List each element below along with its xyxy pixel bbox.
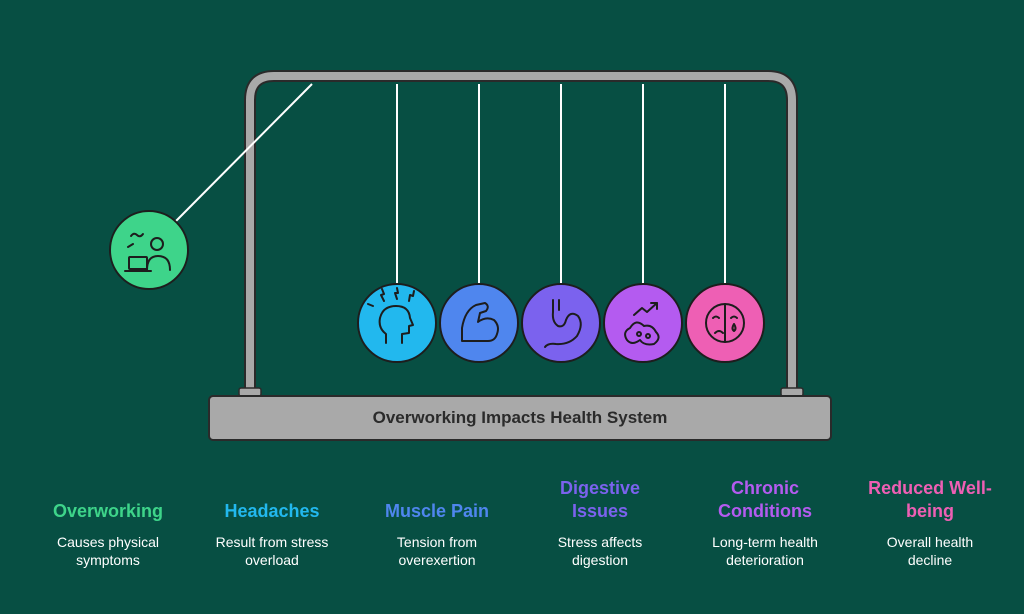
legend-description-line: Causes physical — [57, 534, 159, 550]
flexed-arm-icon — [461, 302, 499, 342]
legend-description-line: deterioration — [726, 552, 804, 568]
legend-description: Result from stress overload — [197, 533, 347, 569]
system-title: Overworking Impacts Health System — [372, 408, 668, 427]
legend-description: Tension from overexertion — [362, 533, 512, 569]
legend-description: Stress affects digestion — [525, 533, 675, 569]
legend-title-line: Digestive — [559, 478, 641, 498]
legend-title: Overworking — [33, 477, 183, 523]
legend-description-line: symptoms — [76, 552, 140, 568]
stomach-icon — [544, 299, 582, 348]
legend-title: Headaches — [197, 477, 347, 523]
legend-description-line: digestion — [571, 552, 629, 568]
legend-description: Overall health decline — [855, 533, 1005, 569]
legend-description: Causes physical symptoms — [33, 533, 183, 569]
ball-muscle-pain — [439, 283, 519, 363]
trend-up-germ-icon — [624, 302, 660, 346]
legend-description-line: Overall health — [886, 534, 974, 550]
legend-title: Reduced Well-being — [855, 477, 1005, 523]
legend-description-line: overexertion — [398, 552, 476, 568]
string-overworking — [174, 83, 313, 223]
legend-description-line: decline — [907, 552, 953, 568]
legend-description-line: Result from stress — [215, 534, 329, 550]
legend-title-line: Issues — [571, 501, 629, 521]
ball-reduced-well-being — [685, 283, 765, 363]
sad-face-icon — [705, 303, 745, 343]
ball-chronic-conditions — [603, 283, 683, 363]
cradle-base — [208, 395, 832, 441]
legend-title-line: Headaches — [224, 501, 320, 521]
frame-foot-left — [238, 387, 262, 397]
legend-title: Muscle Pain — [362, 477, 512, 523]
legend-title-line: Chronic — [730, 478, 799, 498]
frame-foot-right — [780, 387, 804, 397]
ball-digestive-issues — [521, 283, 601, 363]
head-pain-icon — [367, 287, 415, 344]
legend-description-line: Long-term health — [712, 534, 818, 550]
legend-title-line: Muscle Pain — [384, 501, 490, 521]
legend-title-line: Overworking — [52, 501, 164, 521]
legend-description: Long-term health deterioration — [690, 533, 840, 569]
ball-headaches — [357, 283, 437, 363]
legend-description-line: Stress affects — [557, 534, 643, 550]
legend-title-line: being — [905, 501, 954, 521]
ball-overworking — [109, 210, 189, 290]
legend-title-line: Reduced Well- — [868, 478, 992, 498]
person-laptop-icon — [124, 232, 171, 272]
legend-description-line: overload — [245, 552, 299, 568]
legend-title-line: Conditions — [718, 501, 812, 521]
legend-description-line: Tension from — [396, 534, 478, 550]
